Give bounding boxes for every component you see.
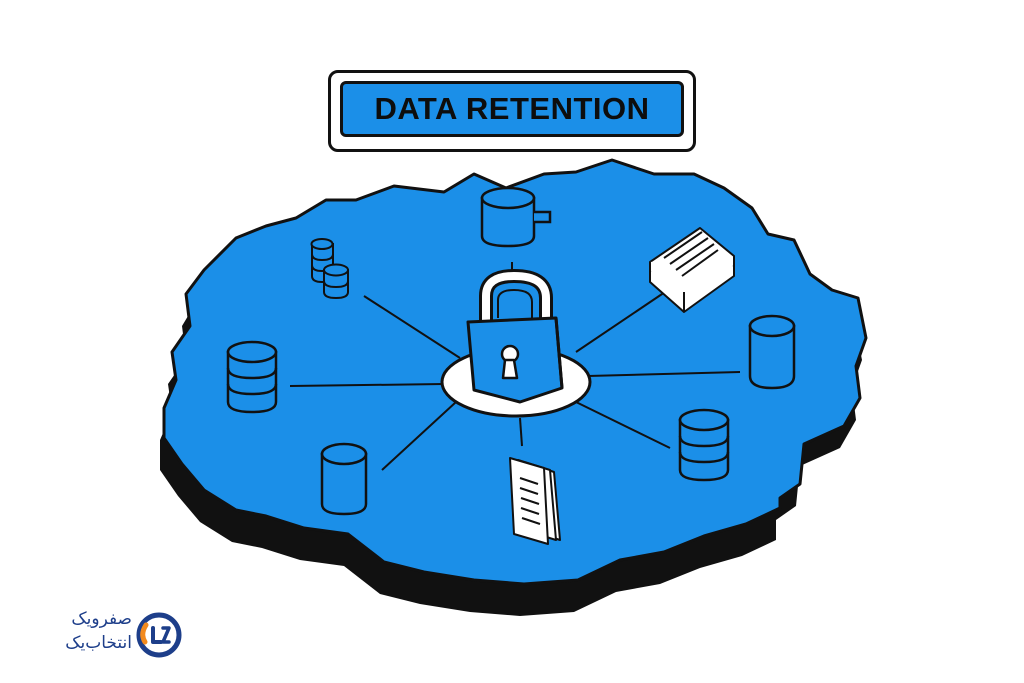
brand-tagline: انتخاب‌یک — [65, 633, 132, 653]
title-banner-face: DATA RETENTION — [340, 81, 684, 137]
documents-icon — [509, 457, 561, 545]
brand-name: صفرویک — [71, 609, 132, 629]
database-icon — [320, 442, 368, 516]
page-title: DATA RETENTION — [374, 91, 650, 126]
database-stack-icon — [310, 238, 349, 300]
title-banner: DATA RETENTION — [328, 70, 696, 152]
connection-lines — [289, 262, 741, 471]
database-icon — [480, 186, 552, 248]
database-icon — [748, 314, 796, 390]
brand-logo-icon — [136, 612, 182, 658]
documents-icon — [649, 227, 735, 313]
brand-watermark: صفرویک انتخاب‌یک — [18, 600, 188, 670]
padlock-icon — [466, 268, 564, 404]
database-stack-icon — [226, 340, 278, 414]
database-stack-icon — [678, 408, 730, 482]
